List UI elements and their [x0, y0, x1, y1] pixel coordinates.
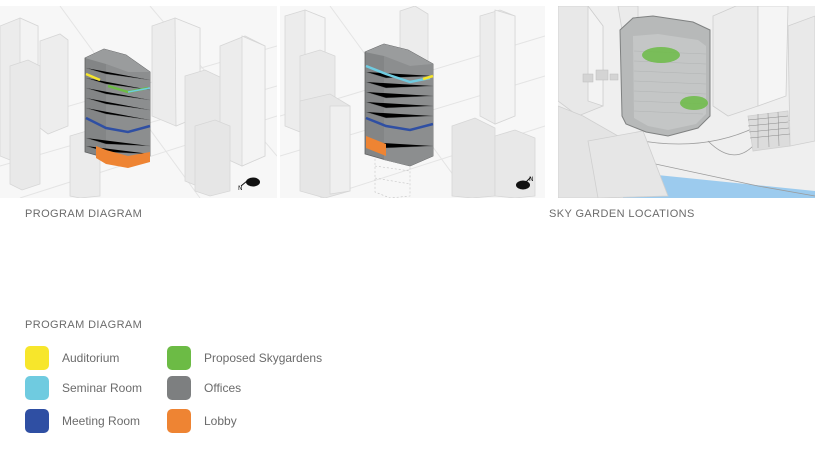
- legend-swatch-auditorium: [25, 346, 49, 370]
- legend-label: Auditorium: [62, 351, 120, 365]
- upper-skygarden: [642, 47, 680, 63]
- meeting-band: [365, 116, 434, 132]
- lobby-block: [96, 146, 150, 168]
- legend-item-seminar-room: Seminar Room: [25, 376, 142, 400]
- legend-item-lobby: Lobby: [167, 409, 237, 433]
- legend-swatch-proposed-skygardens: [167, 346, 191, 370]
- svg-text:N: N: [238, 185, 243, 192]
- lobby-block: [366, 136, 386, 156]
- program-diagram-b-drawing: N: [280, 6, 545, 198]
- legend-swatch-seminar-room: [25, 376, 49, 400]
- sky-garden-caption: SKY GARDEN LOCATIONS: [549, 208, 695, 220]
- water-channel: [618, 171, 815, 198]
- legend-label: Offices: [204, 381, 242, 395]
- legend-item-meeting-room: Meeting Room: [25, 409, 140, 433]
- legend-label: Proposed Skygardens: [204, 351, 323, 365]
- terrace-grid: [747, 111, 791, 148]
- context-buildings: [0, 17, 266, 198]
- legend-item-auditorium: Auditorium: [25, 346, 119, 370]
- auditorium-band: [85, 72, 101, 82]
- legend-label: Seminar Room: [62, 381, 143, 395]
- meeting-band: [85, 116, 151, 134]
- program-diagram-view-b: N: [280, 6, 545, 198]
- north-arrow-icon: N: [516, 176, 534, 190]
- auditorium-band: [422, 74, 434, 81]
- seminar-band: [365, 64, 431, 84]
- legend-swatch-meeting-room: [25, 409, 49, 433]
- legend-swatch-offices: [167, 376, 191, 400]
- legend-label: Lobby: [204, 414, 237, 428]
- sky-garden-drawing: [558, 6, 815, 198]
- program-diagram-a-drawing: N: [0, 6, 277, 198]
- main-tower-a: [84, 48, 151, 168]
- sky-garden-tower: [619, 15, 711, 137]
- legend-item-proposed-skygardens: Proposed Skygardens: [167, 346, 322, 370]
- main-tower-b: [364, 43, 434, 167]
- lower-skygarden: [680, 96, 708, 110]
- distant-buildings: [582, 69, 619, 83]
- floor-lines: [85, 67, 151, 155]
- program-diagram-caption: PROGRAM DIAGRAM: [25, 208, 143, 220]
- svg-text:N: N: [529, 176, 534, 183]
- legend-label: Meeting Room: [62, 414, 141, 428]
- seminar-band: [127, 87, 151, 93]
- north-arrow-icon: N: [238, 177, 260, 192]
- legend-item-offices: Offices: [167, 376, 241, 400]
- legend-swatch-lobby: [167, 409, 191, 433]
- program-diagram-view-a: N: [0, 6, 277, 198]
- legend-title: PROGRAM DIAGRAM: [25, 319, 143, 331]
- sky-garden-locations-view: [558, 6, 815, 198]
